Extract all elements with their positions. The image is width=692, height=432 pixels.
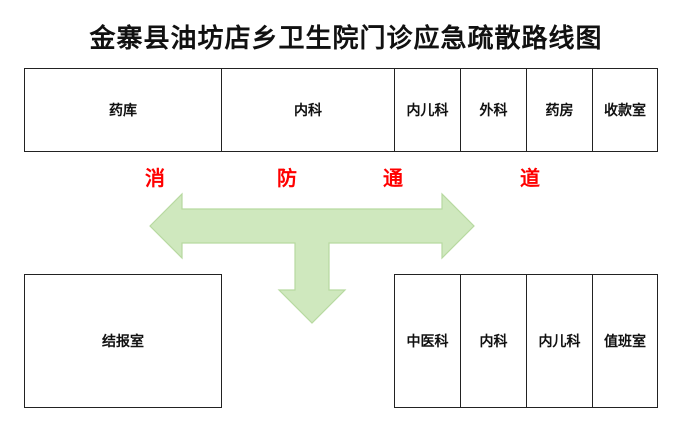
room-tcm: 中医科 (394, 274, 461, 408)
room-pediatrics-top: 内儿科 (394, 68, 461, 152)
passage-label-char-4: 道 (520, 166, 540, 190)
room-surgery: 外科 (460, 68, 527, 152)
room-cashier: 收款室 (592, 68, 658, 152)
room-internal-medicine-top: 内科 (221, 68, 395, 152)
passage-label-char-2: 防 (277, 166, 297, 190)
passage-label-char-3: 通 (383, 166, 403, 190)
map-title: 金寨县油坊店乡卫生院门诊应急疏散路线图 (89, 24, 603, 54)
room-pharmacy: 药房 (526, 68, 593, 152)
room-pharmacy-storage: 药库 (24, 68, 222, 152)
passage-label-char-1: 消 (145, 166, 165, 190)
room-duty: 值班室 (592, 274, 658, 408)
room-internal-medicine-bottom: 内科 (460, 274, 527, 408)
room-settlement: 结报室 (24, 274, 222, 408)
room-pediatrics-bottom: 内儿科 (526, 274, 593, 408)
